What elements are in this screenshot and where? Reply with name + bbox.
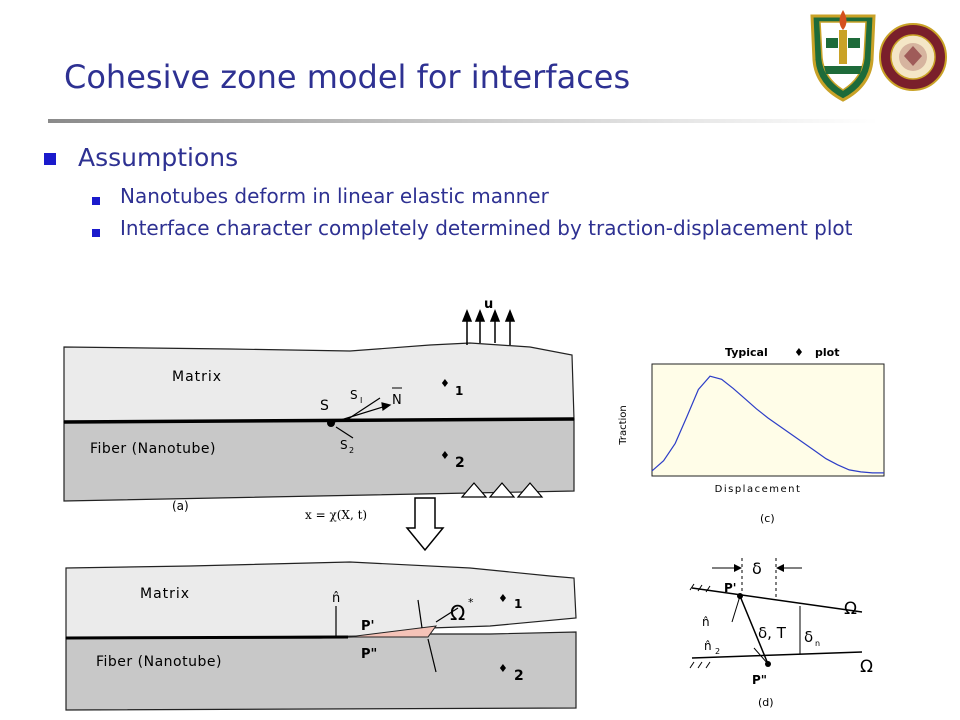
normal-n-label: n̂: [332, 591, 340, 606]
fiber-label: Fiber (Nanotube): [96, 654, 222, 670]
support-triangle: [488, 482, 516, 498]
crest-logo: [810, 10, 876, 102]
bullet-square: [92, 229, 100, 237]
region-mark-2: ♦: [440, 449, 450, 462]
region-mark-1: ♦: [498, 592, 508, 605]
region-mark-2: ♦: [498, 662, 508, 675]
region-2-label: 2: [455, 455, 465, 471]
fiber-label: Fiber (Nanotube): [90, 441, 216, 457]
region-1-label: 1: [455, 384, 463, 398]
mapping-equation: x = χ(X, t): [305, 508, 368, 522]
university-seal: [879, 23, 947, 91]
interface-diagram-deformed: Matrix Fiber (Nanotube) n̂ P' P" Ω * ♦ 1…: [65, 561, 577, 711]
caption-d: (d): [758, 696, 774, 709]
normal-n-label: N: [392, 393, 402, 408]
slide-title: Cohesive zone model for interfaces: [64, 58, 631, 96]
normal-n-hat: n̂: [702, 615, 710, 629]
omega-1-label: Ω: [844, 599, 857, 619]
normal-n-hat-2: n̂: [704, 639, 712, 653]
omega-star-superscript: *: [468, 596, 474, 609]
cohesive-zone-wedge: [347, 625, 438, 638]
point-p-minus: P": [361, 647, 377, 662]
bullet-square: [92, 197, 100, 205]
normal-n2-subscript: 2: [715, 647, 720, 656]
plot-title-icon: ♦: [794, 346, 804, 359]
plot-area: [651, 363, 885, 477]
cohesive-detail-sketch: δ P' P" n̂ n̂ 2 δ, T δ n Ω Ω (d): [689, 558, 873, 709]
interface-diagram-reference: u Matrix Fiber (Nanotube) S S I S 2 N ♦ …: [63, 297, 575, 513]
plot-title-pre: Typical: [725, 346, 768, 359]
displacement-u-label: u: [484, 297, 493, 312]
surface-s-label: S: [320, 398, 329, 414]
support-triangle: [460, 482, 488, 498]
y-axis-label: Traction: [618, 405, 629, 446]
assumption-item-2: Interface character completely determine…: [120, 216, 853, 240]
point-p-minus-dot: [765, 661, 771, 667]
support-triangle: [516, 482, 544, 498]
traction-displacement-plot: Typical ♦ plot Traction Displacement (c): [618, 346, 885, 525]
bullet-square: [44, 153, 56, 165]
delta-t-label: δ, T: [758, 624, 787, 642]
delta-label: δ: [752, 559, 762, 578]
plot-title-post: plot: [815, 346, 839, 359]
title-rule: [48, 119, 878, 123]
surface-s2-label: S: [340, 438, 348, 452]
assumptions-heading: Assumptions: [78, 143, 239, 172]
x-axis-label: Displacement: [715, 484, 802, 495]
assumption-item-1: Nanotubes deform in linear elastic manne…: [120, 184, 549, 208]
region-1-label: 1: [514, 597, 522, 611]
matrix-label: Matrix: [172, 369, 222, 385]
point-p-plus-dot: [737, 593, 743, 599]
region-mark-1: ♦: [440, 377, 450, 390]
omega-2-label: Ω: [860, 657, 873, 677]
caption-c: (c): [760, 512, 775, 525]
deformation-arrow: [405, 497, 445, 552]
caption-a: (a): [172, 499, 189, 513]
delta-n-subscript: n: [815, 639, 820, 648]
surface-s1-subscript: I: [360, 396, 362, 405]
point-p-plus: P': [361, 619, 375, 634]
matrix-label: Matrix: [140, 586, 190, 602]
surface-s1-label: S: [350, 388, 358, 402]
delta-n-label: δ: [804, 628, 813, 646]
detail-p-plus: P': [724, 581, 736, 595]
region-2-label: 2: [514, 668, 524, 684]
surface-s2-subscript: 2: [349, 446, 354, 455]
traction-curve: [651, 375, 884, 474]
detail-p-minus: P": [752, 673, 767, 687]
omega-star-label: Ω: [450, 601, 465, 625]
